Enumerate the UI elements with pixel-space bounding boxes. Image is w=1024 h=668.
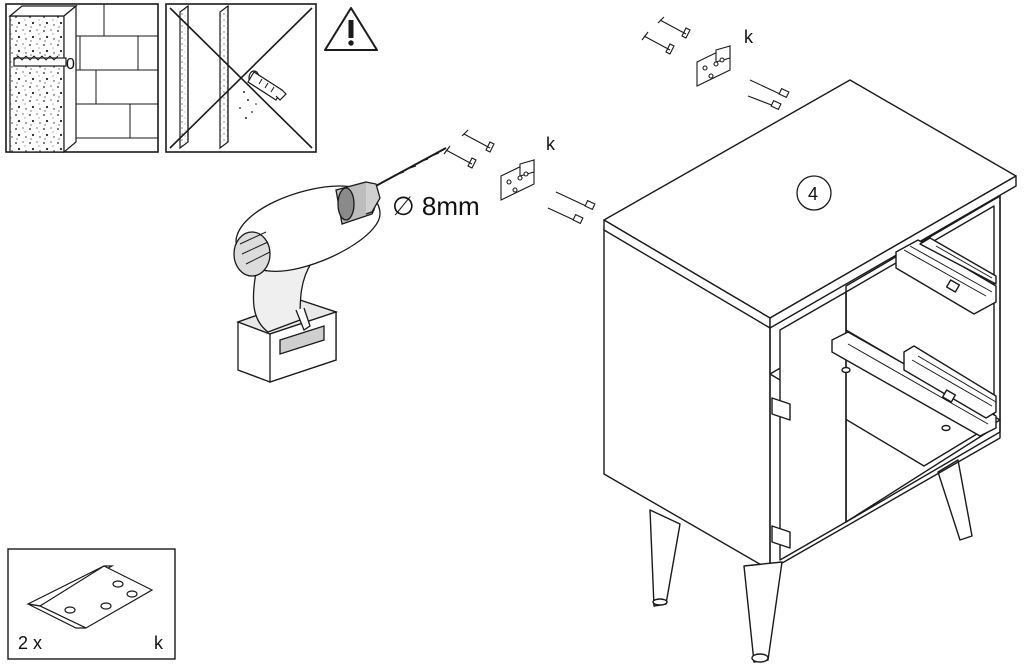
drawer-slide xyxy=(903,345,997,419)
bracket-mid-label: k xyxy=(546,134,556,154)
bracket-icon xyxy=(26,565,154,629)
bracket-top-group xyxy=(641,16,790,111)
wall-concrete-panel xyxy=(5,3,159,154)
drill-size-label: ∅ 8mm xyxy=(392,191,480,221)
step-number: 4 xyxy=(808,184,818,204)
parts-letter: k xyxy=(154,633,164,653)
wall-drywall-panel xyxy=(165,3,317,153)
drawer-slide xyxy=(919,237,997,285)
wall-zero-label: 0 xyxy=(66,56,75,73)
drawer-slide xyxy=(895,239,997,315)
drawer-slide xyxy=(831,331,997,437)
parts-qty: 2 x xyxy=(18,633,42,653)
bracket-icon xyxy=(500,159,535,201)
screw-icon xyxy=(443,129,596,225)
bracket-mid-group xyxy=(443,129,596,225)
bracket-icon xyxy=(696,45,731,87)
cabinet-icon xyxy=(603,79,1017,663)
screw-icon xyxy=(641,16,790,111)
warning-icon xyxy=(324,7,378,51)
drill-icon xyxy=(233,147,447,383)
bracket-top-label: k xyxy=(744,27,754,47)
wall-plug-icon xyxy=(13,55,67,67)
screw-icon xyxy=(247,70,287,101)
parts-box xyxy=(7,548,176,660)
